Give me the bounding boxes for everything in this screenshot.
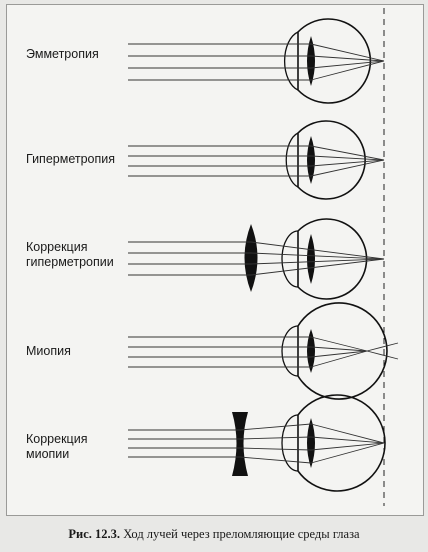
label-hypermetropia: Гиперметропия <box>26 152 116 166</box>
label-myopia-correction: Коррекция миопии <box>26 432 88 461</box>
label-emmetropia: Эмметропия <box>26 47 99 61</box>
eye-hypermetropia-correction <box>128 218 385 300</box>
eye-myopia <box>128 302 399 400</box>
concave-lens <box>232 412 248 476</box>
caption-text: Ход лучей через преломляющие среды глаза <box>123 527 360 541</box>
label-myopia: Миопия <box>26 344 71 358</box>
figure-caption: Рис. 12.3. Ход лучей через преломляющие … <box>0 527 428 542</box>
label-hypermetropia-correction: Коррекция гиперметропии <box>26 240 114 269</box>
eye-emmetropia <box>128 18 385 104</box>
caption-number: Рис. 12.3. <box>68 527 121 541</box>
eye-myopia-correction <box>128 394 386 492</box>
convex-lens <box>244 224 258 292</box>
eye-hypermetropia <box>128 120 385 200</box>
